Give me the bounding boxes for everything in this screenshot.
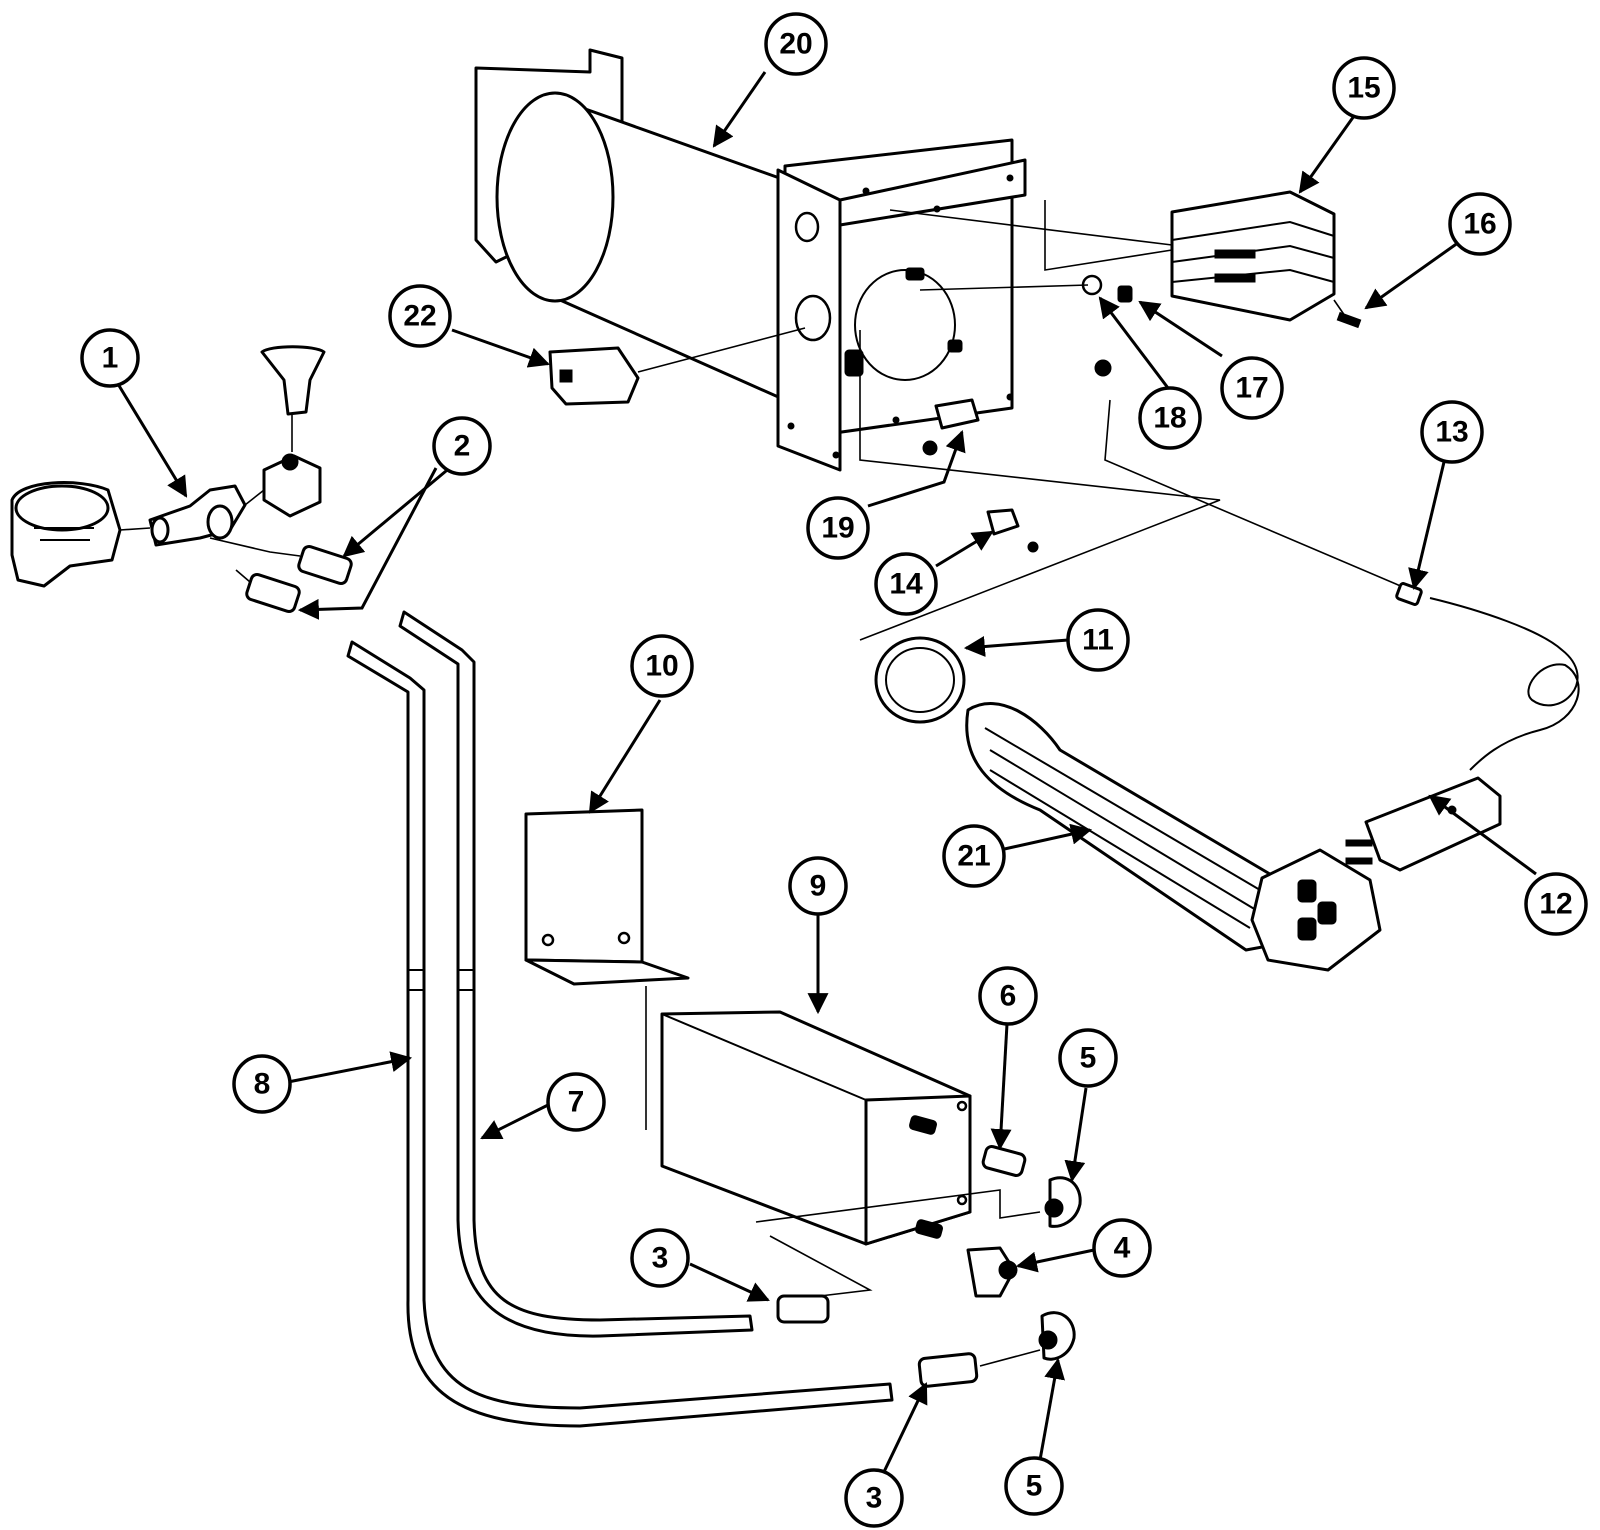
callout-2: 2 xyxy=(432,416,492,476)
tank-assembly xyxy=(474,48,1027,472)
svg-text:10: 10 xyxy=(645,650,678,683)
svg-text:14: 14 xyxy=(889,568,923,601)
reservoir-box xyxy=(660,1010,1041,1297)
svg-text:1: 1 xyxy=(102,342,119,375)
terminal-block xyxy=(859,330,1411,641)
callout-3-lower: 3 xyxy=(844,1468,904,1528)
callout-5-upper: 5 xyxy=(1058,1028,1118,1088)
callout-14: 14 xyxy=(874,552,938,616)
callout-3-upper: 3 xyxy=(630,1228,690,1288)
mounting-plate xyxy=(524,808,690,1130)
svg-text:12: 12 xyxy=(1539,888,1572,921)
outlet-fittings xyxy=(776,1115,1082,1388)
svg-text:22: 22 xyxy=(403,300,436,333)
callout-12: 12 xyxy=(1524,872,1588,936)
callout-20: 20 xyxy=(764,12,828,76)
callout-13: 13 xyxy=(1420,400,1484,464)
elbow-fitting xyxy=(148,484,247,547)
power-cord xyxy=(1345,582,1580,872)
svg-text:6: 6 xyxy=(1000,980,1017,1013)
svg-text:3: 3 xyxy=(652,1242,669,1275)
callout-16: 16 xyxy=(1448,192,1512,256)
rocker-switch xyxy=(548,327,806,406)
callout-4: 4 xyxy=(1092,1218,1152,1278)
svg-text:19: 19 xyxy=(821,512,854,545)
callout-6: 6 xyxy=(978,966,1038,1026)
svg-text:2: 2 xyxy=(454,430,471,463)
callout-5-lower: 5 xyxy=(1004,1456,1064,1516)
svg-text:7: 7 xyxy=(568,1086,585,1119)
svg-text:8: 8 xyxy=(254,1068,271,1101)
thermostat-sensor xyxy=(986,508,1039,553)
callout-15: 15 xyxy=(1332,56,1396,120)
callout-11: 11 xyxy=(1066,608,1130,672)
tubes xyxy=(346,610,894,1428)
svg-text:5: 5 xyxy=(1080,1042,1097,1075)
heating-element xyxy=(965,702,1382,972)
callout-17: 17 xyxy=(1220,356,1284,420)
callout-10: 10 xyxy=(630,634,694,698)
svg-text:17: 17 xyxy=(1235,372,1268,405)
svg-text:5: 5 xyxy=(1026,1470,1043,1503)
callout-1: 1 xyxy=(80,328,140,388)
gasket xyxy=(874,636,966,724)
svg-text:13: 13 xyxy=(1435,416,1468,449)
compression-fittings xyxy=(209,537,353,614)
svg-text:18: 18 xyxy=(1153,402,1186,435)
solenoid xyxy=(244,345,326,518)
callout-9: 9 xyxy=(788,856,848,916)
svg-text:3: 3 xyxy=(866,1482,883,1515)
svg-text:21: 21 xyxy=(957,840,990,873)
svg-text:9: 9 xyxy=(810,870,827,903)
callout-18: 18 xyxy=(1138,386,1202,450)
contactor xyxy=(889,190,1336,322)
callout-22: 22 xyxy=(388,284,452,348)
svg-text:15: 15 xyxy=(1347,72,1380,105)
leader-lines xyxy=(116,71,1537,1477)
svg-text:4: 4 xyxy=(1114,1232,1131,1265)
callout-8: 8 xyxy=(232,1054,292,1114)
svg-text:20: 20 xyxy=(779,28,812,61)
callout-7: 7 xyxy=(546,1072,606,1132)
svg-text:16: 16 xyxy=(1463,208,1496,241)
inlet-valve xyxy=(10,481,151,588)
svg-text:11: 11 xyxy=(1082,624,1114,657)
callout-19: 19 xyxy=(806,496,870,560)
fasteners xyxy=(919,274,1362,329)
callout-21: 21 xyxy=(942,824,1006,888)
